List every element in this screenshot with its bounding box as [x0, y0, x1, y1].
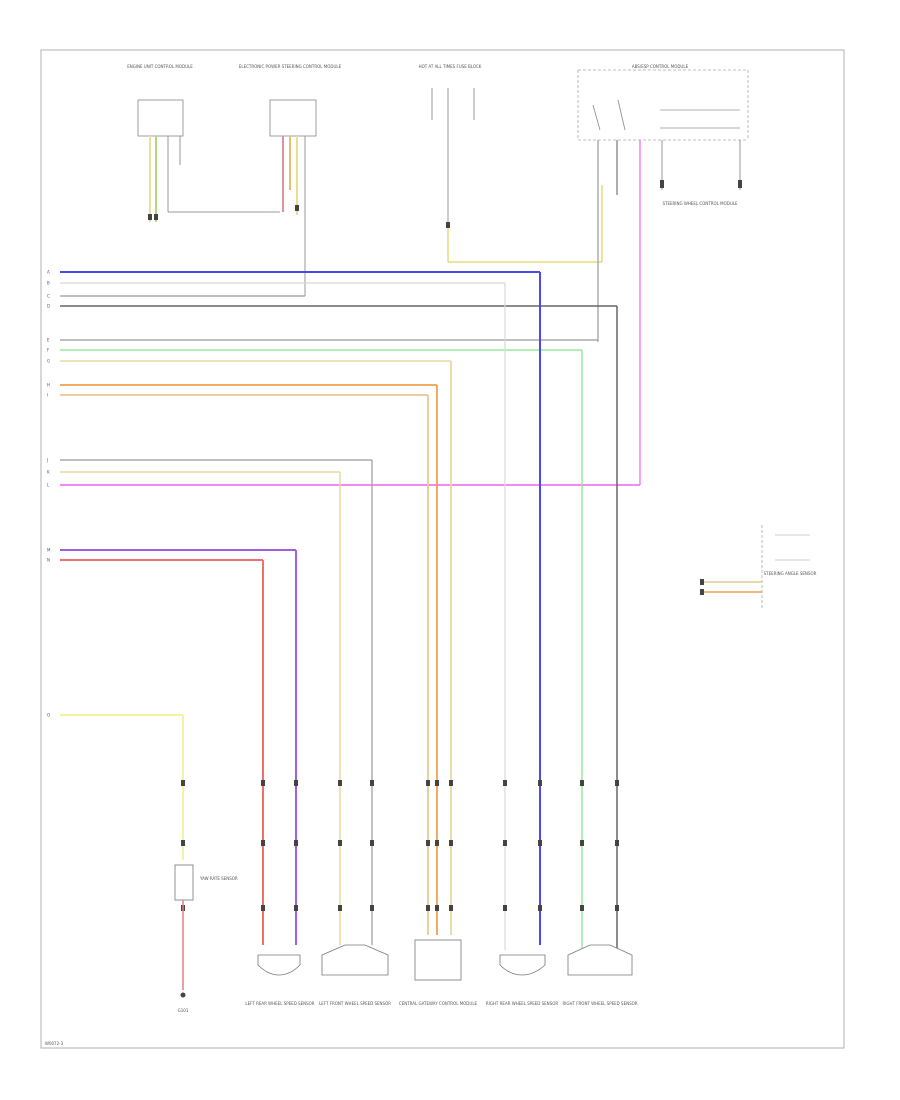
component-label: LEFT REAR WHEEL SPEED SENSOR	[245, 1001, 314, 1006]
connector-pin	[426, 780, 430, 786]
connector-pin	[294, 780, 298, 786]
connector-pin	[503, 905, 507, 911]
component-label: YAW RATE SENSOR	[199, 876, 238, 881]
component-label: RIGHT FRONT WHEEL SPEED SENSOR	[562, 1001, 637, 1006]
left-front-wheel-sensor: LEFT FRONT WHEEL SPEED SENSOR	[319, 944, 391, 1006]
edge-label: F	[47, 348, 50, 353]
edge-label: O	[47, 713, 50, 718]
engine-control-module: ENGINE UNIT CONTROL MODULE	[127, 64, 280, 222]
component-label: ENGINE UNIT CONTROL MODULE	[127, 64, 193, 69]
connector-pins	[181, 780, 619, 911]
component-label: LEFT FRONT WHEEL SPEED SENSOR	[319, 1001, 391, 1006]
connector-pin	[580, 840, 584, 846]
connector-pin	[181, 840, 185, 846]
connector-pin	[426, 905, 430, 911]
edge-label: L	[47, 483, 50, 488]
edge-label: A	[47, 270, 50, 275]
left-rear-wheel-sensor: LEFT REAR WHEEL SPEED SENSOR	[245, 954, 315, 1006]
power-steering-module: ELECTRONIC POWER STEERING CONTROL MODULE	[239, 64, 342, 296]
connector-pin	[449, 840, 453, 846]
connector-pin	[435, 905, 439, 911]
component-label: RIGHT REAR WHEEL SPEED SENSOR	[486, 1001, 558, 1006]
connector-pin	[538, 780, 542, 786]
connector-pin	[538, 840, 542, 846]
diagram-code: W0072-3	[45, 1041, 64, 1046]
edge-label: E	[47, 338, 50, 343]
component-label: CENTRAL GATEWAY CONTROL MODULE	[399, 1001, 478, 1006]
ground-label: G101	[178, 1008, 189, 1013]
bus-wires	[60, 271, 640, 716]
right-front-wheel-sensor: RIGHT FRONT WHEEL SPEED SENSOR	[562, 944, 638, 1006]
connector-pin	[338, 905, 342, 911]
connector-pin	[615, 905, 619, 911]
connector-pin	[435, 840, 439, 846]
connector-pin	[294, 905, 298, 911]
connector-pin	[294, 840, 298, 846]
component-label: STEERING WHEEL CONTROL MODULE	[662, 201, 738, 206]
left-edge-labels: A B CD EF G HI J K L MN O	[46, 270, 51, 718]
edge-label: N	[47, 558, 50, 563]
connector-pin	[338, 780, 342, 786]
connector-pin	[503, 780, 507, 786]
connector-pin	[370, 840, 374, 846]
connector-pin	[181, 780, 185, 786]
connector-pin	[449, 780, 453, 786]
central-gateway: CENTRAL GATEWAY CONTROL MODULE	[399, 939, 478, 1006]
edge-label: D	[47, 304, 50, 309]
fuse-block: HOT AT ALL TIMES FUSE BLOCK	[419, 64, 603, 263]
connector-pin	[538, 905, 542, 911]
vertical-drops	[182, 272, 618, 950]
edge-label: M	[47, 548, 51, 553]
connector-pin	[435, 780, 439, 786]
right-rear-wheel-sensor: RIGHT REAR WHEEL SPEED SENSOR	[486, 954, 558, 1006]
edge-label: K	[47, 470, 50, 475]
connector-pin	[370, 905, 374, 911]
connector-pin	[261, 780, 265, 786]
diagram-frame	[40, 49, 845, 1049]
connector-pin	[615, 780, 619, 786]
connector-pin	[338, 840, 342, 846]
yaw-rate-sensor: YAW RATE SENSOR G101	[174, 864, 238, 1013]
component-label: HOT AT ALL TIMES FUSE BLOCK	[419, 64, 482, 69]
connector-pin	[615, 840, 619, 846]
edge-label: C	[47, 294, 50, 299]
edge-label: G	[47, 359, 50, 364]
steering-angle-sensor: STEERING ANGLE SENSOR	[700, 525, 817, 610]
component-label: ELECTRONIC POWER STEERING CONTROL MODULE	[239, 64, 342, 69]
component-label: ABS/ESP CONTROL MODULE	[632, 64, 689, 69]
edge-label: I	[47, 393, 48, 398]
connector-pin	[503, 840, 507, 846]
bottom-components: LEFT REAR WHEEL SPEED SENSOR LEFT FRONT …	[245, 939, 638, 1006]
edge-label: J	[46, 458, 48, 463]
component-label: STEERING ANGLE SENSOR	[764, 571, 817, 576]
connector-pin	[261, 840, 265, 846]
connector-pin	[261, 905, 265, 911]
connector-pin	[370, 780, 374, 786]
edge-label: H	[47, 383, 50, 388]
edge-label: B	[47, 281, 50, 286]
connector-pin	[580, 780, 584, 786]
connector-pin	[449, 905, 453, 911]
connector-pin	[426, 840, 430, 846]
connector-pin	[580, 905, 584, 911]
abs-esp-module: ABS/ESP CONTROL MODULE STEERING WHEEL CO…	[577, 64, 749, 485]
